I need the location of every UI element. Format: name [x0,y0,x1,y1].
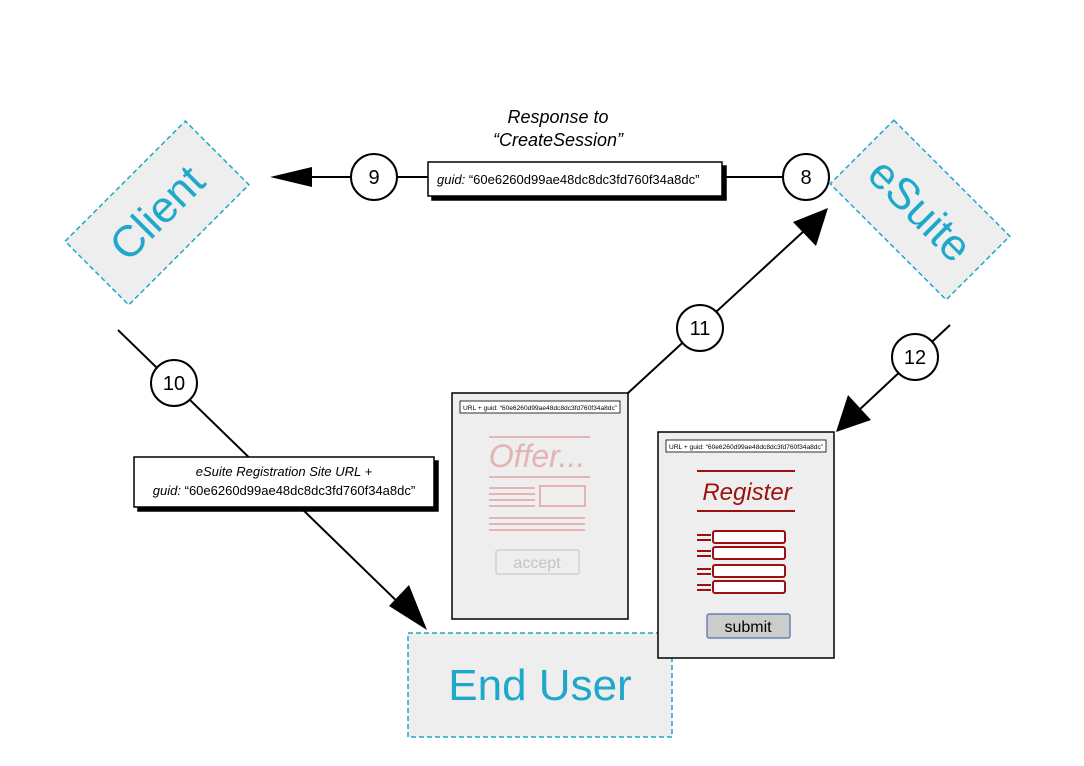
registration-guid-value: “60e6260d99ae48dc8dc3fd760f34a8dc” [181,483,415,498]
offer-page: URL + guid: “60e6260d99ae48dc8dc3fd760f3… [451,392,629,620]
step-8: 8 [782,153,830,201]
step-10: 10 [150,359,198,407]
arrowhead-to-register [836,395,871,432]
guid-prefix: guid: [437,172,466,187]
register-form-fields [697,530,786,594]
registration-guid-prefix: guid: [153,483,182,498]
response-label-line1: Response to [507,107,608,127]
arrowhead-to-esuite [793,208,828,246]
register-heading: Register [702,479,792,506]
register-url-bar [665,439,827,453]
register-submit-label: submit [724,619,772,636]
guid-message-box: guid: “60e6260d99ae48dc8dc3fd760f34a8dc” [427,161,723,197]
step-12-label: 12 [904,347,926,369]
offer-text-lines [489,487,585,531]
response-label-line2: “CreateSession” [493,130,624,150]
step-10-label: 10 [163,373,185,395]
arrowhead-to-client [270,167,312,187]
registration-message-box: eSuite Registration Site URL + guid: “60… [133,456,435,508]
offer-url-text: URL + guid: “60e6260d99ae48dc8dc3fd760f3… [463,406,617,412]
register-url-text: URL + guid: “60e6260d99ae48dc8dc3fd760f3… [669,445,823,451]
offer-accept-button [495,549,580,575]
register-page: URL + guid: “60e6260d99ae48dc8dc3fd760f3… [657,431,835,659]
offer-heading: Offer... [489,438,586,474]
offer-url-bar [459,400,621,414]
register-submit-button [706,613,791,639]
registration-line1: eSuite Registration Site URL + [196,464,373,479]
end-user-label: End User [448,661,631,710]
step-9: 9 [350,153,398,201]
step-8-label: 8 [800,167,811,189]
offer-image-placeholder [539,485,586,507]
svg-text:guid: “60e6260d99ae48dc8dc3fd7: guid: “60e6260d99ae48dc8dc3fd760f34a8dc” [153,483,415,498]
step-9-label: 9 [368,167,379,189]
step-12: 12 [891,333,939,381]
client-actor: Client [64,120,250,306]
esuite-actor: eSuite [829,119,1011,301]
step-11: 11 [676,304,724,352]
svg-text:guid: “60e6260d99ae48dc8dc3fd7: guid: “60e6260d99ae48dc8dc3fd760f34a8dc” [437,172,699,187]
arrowhead-to-enduser [389,585,427,630]
step-11-label: 11 [690,318,711,340]
guid-value: “60e6260d99ae48dc8dc3fd760f34a8dc” [465,172,699,187]
end-user-actor: End User [407,632,673,738]
offer-accept-label: accept [513,555,561,572]
